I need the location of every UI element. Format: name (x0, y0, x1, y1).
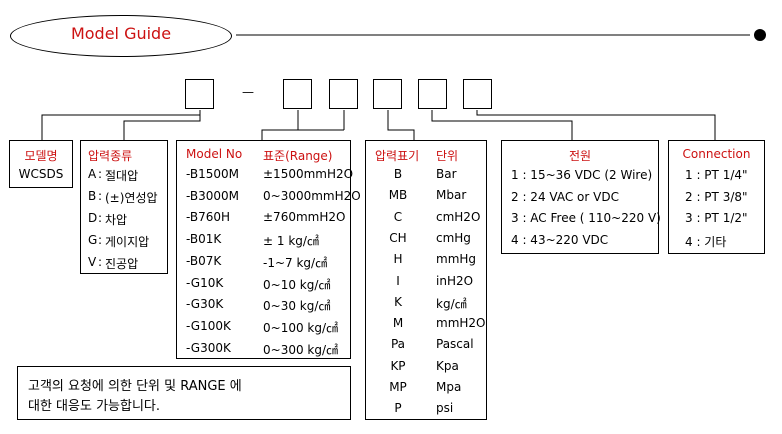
power-box: 전원 1 : 15~36 VDC (2 Wire) 2 : 24 VAC or … (501, 140, 661, 254)
unit-code-cell: K (394, 294, 402, 309)
range-cell: 0~10 kg/㎠ (263, 277, 331, 292)
model-no-cell: -B3000M (186, 188, 240, 203)
model-no-cell: -B07K (186, 253, 222, 268)
range-cell: ±760mmH2O (263, 210, 346, 225)
model-name-header: 모델명 (24, 149, 58, 163)
range-cell: -1~7 kg/㎠ (263, 255, 328, 270)
range-header: 표준(Range) (263, 149, 333, 163)
connection-box: Connection 1 : PT 1/4" 2 : PT 3/8" 3 : P… (668, 140, 765, 254)
model-range-box: Model No 표준(Range) (176, 140, 351, 359)
pressure-item-code: D (88, 211, 98, 225)
model-no-cell: -G10K (186, 275, 224, 290)
model-no-cell: -B760H (186, 210, 231, 225)
unit-code-cell: B (393, 167, 403, 181)
code-slot-1 (185, 79, 214, 109)
unit-code-cell: KP (390, 358, 406, 373)
unit-code-cell: CH (389, 230, 407, 245)
pressure-item-sep: : (98, 189, 103, 203)
code-separator: — (242, 85, 254, 99)
unit-code-cell: C (393, 209, 403, 224)
title-oval (10, 15, 232, 57)
unit-cell: Pascal (436, 337, 474, 352)
pressure-item-code: A (88, 167, 97, 181)
pressure-item-code: V (88, 255, 97, 269)
unit-box: 압력표기 단위 (365, 140, 487, 420)
model-no-cell: -G300K (186, 340, 231, 355)
pressure-item-sep: : (98, 211, 103, 225)
note-line-2: 대한 대응도 가능합니다. (28, 399, 160, 414)
pressure-item-label: (±)연성압 (105, 191, 158, 205)
power-item: 2 : 24 VAC or VDC (511, 190, 619, 204)
unit-cell: mmH2O (436, 316, 486, 331)
pressure-item-sep: : (98, 167, 103, 181)
connection-item: 1 : PT 1/4" (685, 168, 748, 182)
unit-cell: mmHg (436, 252, 477, 267)
pressure-item-code: B (88, 189, 97, 203)
power-item: 1 : 15~36 VDC (2 Wire) (511, 168, 653, 182)
pressure-item-sep: : (98, 255, 103, 269)
page-title: Model Guide (70, 24, 172, 43)
unit-code-cell: M (392, 316, 404, 331)
unit-code-cell: H (393, 252, 403, 267)
pressure-item-code: G (88, 233, 98, 247)
unit-cell: cmHg (436, 230, 471, 245)
unit-cell: Bar (436, 167, 457, 181)
connection-item: 2 : PT 3/8" (685, 190, 748, 204)
unit-cell: inH2O (436, 273, 474, 288)
pressure-type-header: 압력종류 (88, 149, 133, 163)
unit-code-cell: MP (389, 380, 407, 394)
note-line-1: 고객의 요청에 의한 단위 및 RANGE 에 (28, 379, 242, 394)
power-header: 전원 (568, 149, 592, 163)
code-slot-4 (373, 79, 402, 109)
unit-code-cell: I (396, 273, 400, 288)
code-slot-3 (329, 79, 358, 109)
unit-code-cell: MB (388, 188, 408, 203)
range-cell: 0~300 kg/㎠ (263, 342, 339, 357)
unit-code-cell: P (394, 401, 402, 416)
range-cell: 0~100 kg/㎠ (263, 320, 339, 335)
pressure-item-label: 진공압 (105, 257, 139, 271)
pressure-type-box: 압력종류 A : 절대압 B : (±)연성압 D : 차압 G : 게이지압 … (80, 140, 168, 274)
model-no-cell: -B1500M (186, 167, 240, 181)
pressure-item-label: 차압 (105, 213, 128, 227)
range-cell: ±1500mmH2O (263, 167, 354, 181)
pressure-item-label: 게이지압 (105, 235, 150, 249)
unit-cell: kg/㎠ (436, 296, 467, 311)
range-cell: 0~30 kg/㎠ (263, 299, 331, 314)
model-no-cell: -B01K (186, 232, 222, 247)
connection-header: Connection (682, 147, 751, 161)
code-slot-5 (418, 79, 447, 109)
power-item: 3 : AC Free ( 110~220 V) (511, 211, 661, 225)
unit-header: 단위 (436, 149, 459, 163)
unit-cell: cmH2O (436, 209, 481, 224)
code-slot-2 (283, 79, 312, 109)
model-no-cell: -G100K (186, 318, 231, 333)
unit-cell: Kpa (436, 358, 459, 373)
range-cell: ± 1 kg/㎠ (263, 234, 319, 249)
connection-item: 3 : PT 1/2" (685, 211, 748, 225)
model-no-header: Model No (186, 147, 243, 161)
unit-cell: Mbar (436, 188, 467, 203)
model-name-box: 모델명 WCSDS (9, 140, 73, 188)
model-name-value: WCSDS (18, 167, 64, 181)
unit-cell: Mpa (436, 380, 462, 394)
unit-code-cell: Pa (390, 337, 406, 352)
unit-cell: psi (436, 401, 454, 416)
connection-item: 4 : 기타 (685, 235, 727, 249)
model-no-cell: -G30K (186, 297, 224, 312)
power-item: 4 : 43~220 VDC (511, 233, 609, 247)
range-cell: 0~3000mmH2O (263, 188, 361, 203)
unit-code-header: 압력표기 (375, 149, 420, 163)
code-slot-6 (463, 79, 492, 109)
pressure-item-label: 절대압 (105, 169, 139, 183)
note-box: 고객의 요청에 의한 단위 및 RANGE 에 대한 대응도 가능합니다. (17, 366, 351, 420)
pressure-item-sep: : (98, 233, 103, 247)
